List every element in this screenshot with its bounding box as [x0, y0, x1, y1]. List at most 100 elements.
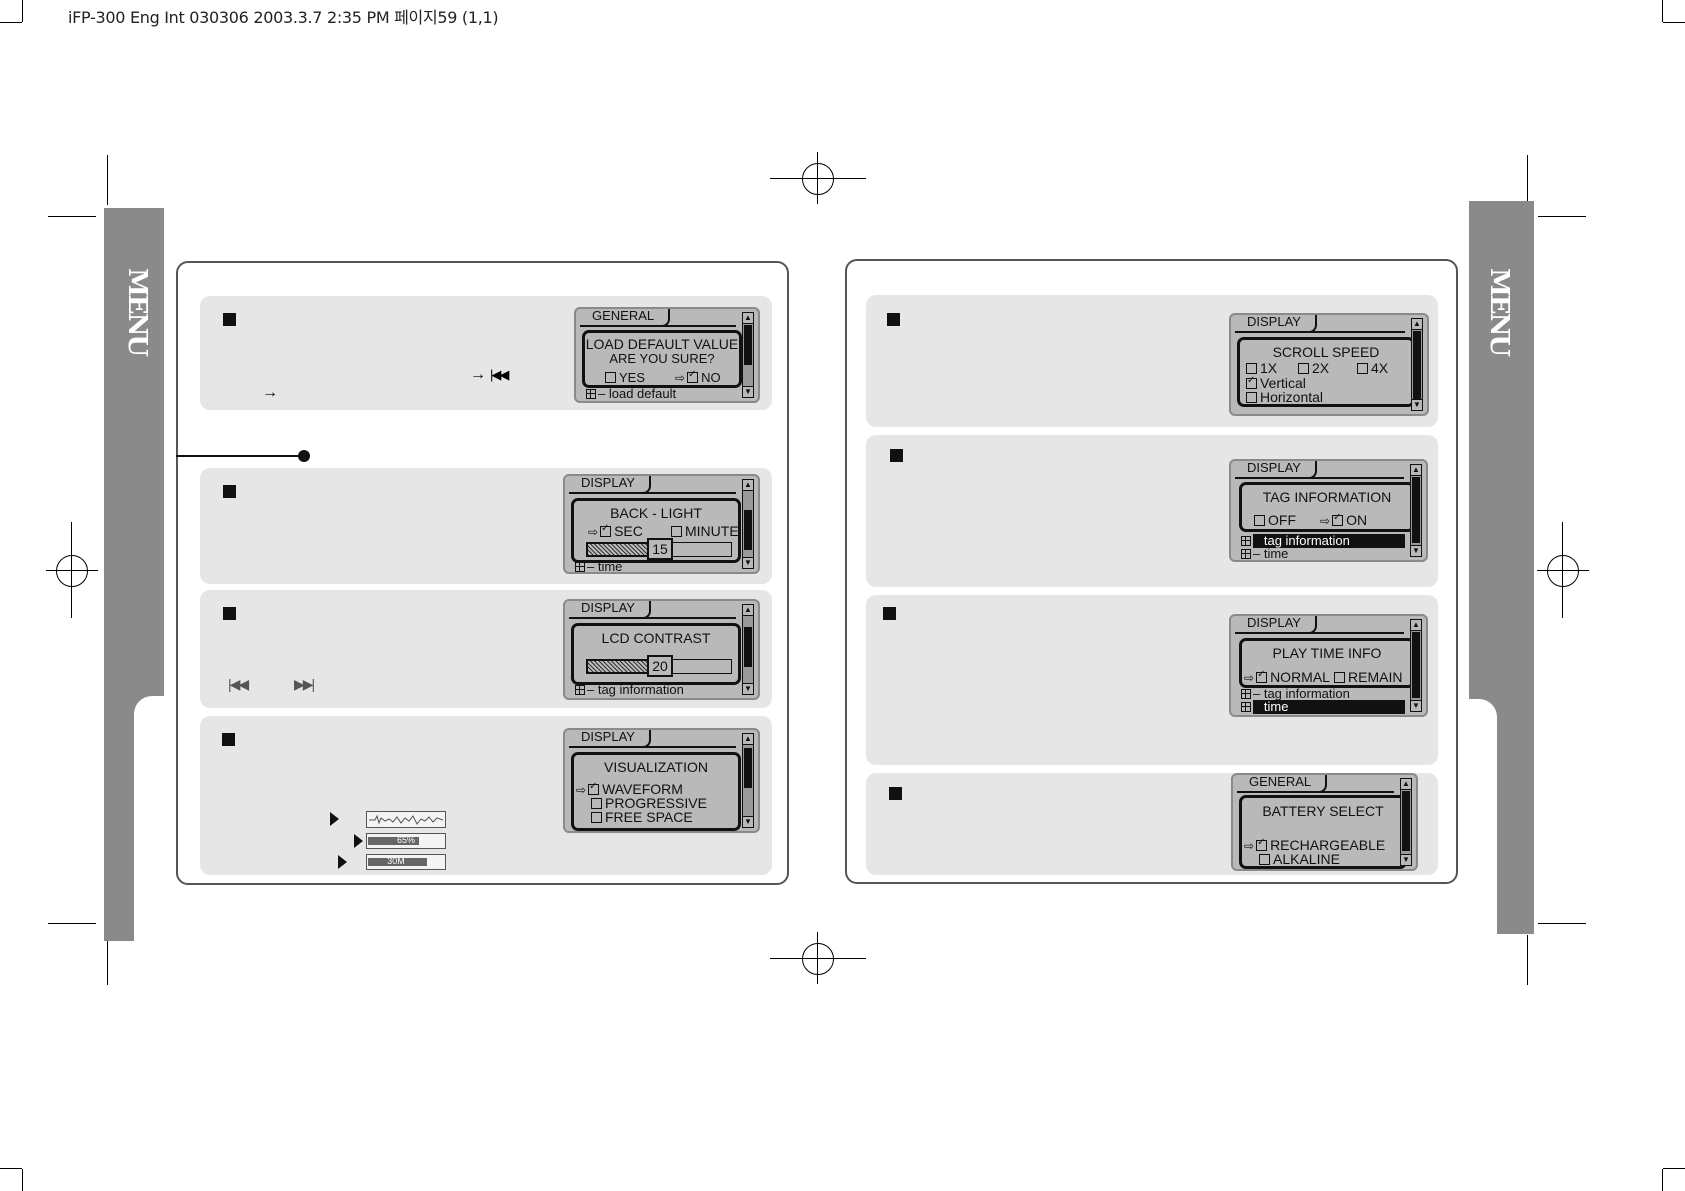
scrollbar[interactable]: ▲▼ [742, 479, 754, 569]
expand-icon [586, 388, 596, 399]
trim-mark [1663, 22, 1685, 23]
checkbox[interactable] [1332, 512, 1344, 526]
section-bullet [223, 485, 236, 498]
checkbox[interactable] [1334, 671, 1345, 683]
scroll-down-icon: ▼ [743, 816, 753, 827]
checkbox[interactable] [1259, 853, 1270, 865]
checkbox[interactable] [1246, 375, 1257, 389]
checkbox[interactable] [588, 781, 600, 795]
option-2x[interactable]: 2X [1298, 360, 1329, 376]
scrollbar[interactable]: ▲▼ [1410, 464, 1422, 557]
crop-mark [48, 923, 96, 924]
section-bullet [890, 449, 903, 462]
selection-arrow-icon: ⇨ [1244, 671, 1255, 685]
checkbox[interactable] [1357, 362, 1368, 374]
checkbox[interactable] [1256, 669, 1268, 683]
checkbox[interactable] [671, 525, 682, 537]
option-sec[interactable]: ⇨SEC [588, 523, 643, 540]
scrollbar[interactable]: ▲▼ [1410, 619, 1422, 712]
tree-item[interactable]: – time [575, 560, 622, 572]
scroll-down-icon: ▼ [743, 386, 753, 397]
option-horizontal[interactable]: Horizontal [1246, 389, 1323, 405]
tree-item[interactable]: – time [1241, 700, 1288, 714]
fast-forward-icon: ▶▶| [294, 676, 315, 692]
option-normal[interactable]: ⇨NORMAL [1244, 669, 1330, 686]
crop-mark [107, 935, 108, 985]
lcd-tab: GENERAL [584, 309, 671, 327]
scroll-down-icon: ▼ [743, 557, 753, 568]
registration-mark [56, 555, 88, 587]
option-yes[interactable]: YES [605, 370, 645, 386]
tree-item[interactable]: – tag information [1241, 534, 1350, 548]
tree-item[interactable]: – load default [586, 387, 676, 401]
selection-arrow-icon: ⇨ [675, 371, 686, 385]
scroll-up-icon: ▲ [1412, 319, 1422, 330]
trim-mark [22, 0, 23, 22]
expand-icon [1241, 535, 1251, 546]
scrollbar[interactable]: ▲▼ [742, 312, 754, 398]
section-bullet [887, 313, 900, 326]
checkbox[interactable] [591, 797, 602, 809]
option-rechargeable[interactable]: ⇨RECHARGEABLE [1244, 837, 1385, 854]
tree-item-selected[interactable] [1253, 534, 1405, 548]
registration-mark [1547, 555, 1579, 587]
option-4x[interactable]: 4X [1357, 360, 1388, 376]
slider-fill [587, 660, 649, 673]
checkbox[interactable] [1246, 362, 1257, 374]
option-vertical[interactable]: Vertical [1246, 375, 1306, 391]
right-tab-label: MENU [1484, 268, 1514, 356]
option-remain[interactable]: REMAIN [1334, 669, 1402, 685]
option-no[interactable]: ⇨NO [675, 369, 721, 386]
checkbox[interactable] [1298, 362, 1309, 374]
space-fill [368, 858, 427, 866]
selection-arrow-icon: ⇨ [588, 525, 599, 539]
section-bullet [883, 607, 896, 620]
tree-item-selected[interactable] [1253, 700, 1405, 714]
progress-preview: 65% [366, 833, 446, 849]
option-minute[interactable]: MINUTE [671, 523, 739, 539]
section-bullet [223, 607, 236, 620]
checkbox[interactable] [1246, 391, 1257, 403]
expand-icon [1241, 548, 1251, 559]
rewind-icon: |◀◀ [228, 676, 249, 692]
lcd-tab: DISPLAY [1239, 315, 1317, 333]
pointer-icon [338, 855, 347, 869]
section-divider-line [176, 455, 304, 457]
option-waveform[interactable]: ⇨WAVEFORM [576, 781, 683, 798]
crop-mark [1527, 935, 1528, 985]
trim-mark [0, 22, 22, 23]
option-off[interactable]: OFF [1254, 512, 1296, 528]
scrollbar[interactable]: ▲▼ [742, 604, 754, 695]
expand-icon [1241, 701, 1251, 712]
checkbox[interactable] [600, 523, 612, 537]
load-default-lcd: GENERAL LOAD DEFAULT VALUE ARE YOU SURE?… [574, 307, 760, 403]
option-alkaline[interactable]: ALKALINE [1259, 851, 1340, 867]
scrollbar[interactable]: ▲▼ [742, 733, 754, 828]
tree-item[interactable]: – time [1241, 547, 1288, 560]
scroll-up-icon: ▲ [743, 605, 753, 616]
checkbox[interactable] [605, 372, 616, 384]
tree-item[interactable]: – tag information [575, 683, 684, 697]
scroll-down-icon: ▼ [743, 683, 753, 694]
body-arrow: → [470, 366, 486, 383]
checkbox[interactable] [1256, 837, 1268, 851]
checkbox[interactable] [1254, 514, 1265, 526]
visualization-lcd: DISPLAY VISUALIZATION ⇨WAVEFORM PROGRESS… [563, 728, 760, 833]
checkbox[interactable] [687, 369, 699, 384]
scroll-speed-lcd: DISPLAY SCROLL SPEED 1X 2X 4X Vertical H… [1229, 313, 1429, 416]
scrollbar[interactable]: ▲▼ [1411, 318, 1423, 411]
section-bullet [223, 313, 236, 326]
option-1x[interactable]: 1X [1246, 360, 1277, 376]
scroll-down-icon: ▼ [1411, 700, 1421, 711]
option-progressive[interactable]: PROGRESSIVE [591, 795, 707, 811]
tree-item[interactable]: – tag information [1241, 687, 1350, 701]
option-on[interactable]: ⇨ON [1320, 512, 1367, 529]
lcd-tab: DISPLAY [573, 476, 651, 494]
crop-mark [1538, 923, 1586, 924]
option-free-space[interactable]: FREE SPACE [591, 809, 693, 825]
progress-fill [368, 837, 419, 845]
scrollbar[interactable]: ▲▼ [1400, 778, 1412, 866]
checkbox[interactable] [591, 811, 602, 823]
battery-lcd: GENERAL BATTERY SELECT ⇨RECHARGEABLE ALK… [1231, 773, 1418, 871]
crop-mark [107, 155, 108, 205]
